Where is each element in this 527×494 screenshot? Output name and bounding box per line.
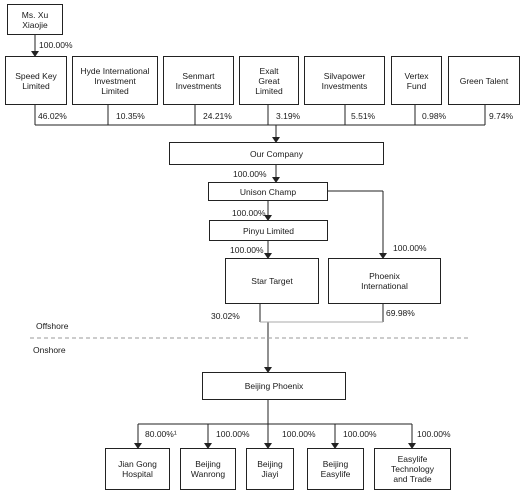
section-onshore-label: Onshore <box>33 345 66 355</box>
pct-vertex: 0.98% <box>422 111 447 121</box>
node-beijing-easylife: Beijing Easylife <box>307 448 364 490</box>
node-hyde-international: Hyde International Investment Limited <box>72 56 158 105</box>
pct-wanrong: 100.00% <box>216 429 250 439</box>
node-exalt-great: Exalt Great Limited <box>239 56 299 105</box>
pct-green-talent: 9.74% <box>489 111 514 121</box>
node-jian-gong-hospital: Jian Gong Hospital <box>105 448 170 490</box>
pct-company-unison: 100.00% <box>233 169 267 179</box>
node-beijing-phoenix: Beijing Phoenix <box>202 372 346 400</box>
node-unison-champ: Unison Champ <box>208 182 328 201</box>
node-silvapower: Silvapower Investments <box>304 56 385 105</box>
pct-jiayi: 100.00% <box>282 429 316 439</box>
node-vertex-fund: Vertex Fund <box>391 56 442 105</box>
pct-pinyu-star: 100.00% <box>230 245 264 255</box>
node-beijing-wanrong: Beijing Wanrong <box>180 448 236 490</box>
pct-senmart: 24.21% <box>203 111 232 121</box>
pct-silvapower: 5.51% <box>351 111 376 121</box>
section-offshore-label: Offshore <box>36 321 69 331</box>
node-pinyu-limited: Pinyu Limited <box>209 220 328 241</box>
pct-easylife-tech: 100.00% <box>417 429 451 439</box>
pct-jian-gong: 80.00%¹ <box>145 429 177 439</box>
node-our-company: Our Company <box>169 142 384 165</box>
node-green-talent: Green Talent <box>448 56 520 105</box>
pct-speed-key: 46.02% <box>38 111 67 121</box>
node-star-target: Star Target <box>225 258 319 304</box>
pct-exalt: 3.19% <box>276 111 301 121</box>
pct-unison-pinyu: 100.00% <box>232 208 266 218</box>
node-phoenix-international: Phoenix International <box>328 258 441 304</box>
pct-unison-phoenix-intl: 100.00% <box>393 243 427 253</box>
pct-phoenix-intl-bj-phoenix: 69.98% <box>386 308 415 318</box>
node-ms-xu-xiaojie: Ms. Xu Xiaojie <box>7 4 63 35</box>
node-easylife-technology: Easylife Technology and Trade <box>374 448 451 490</box>
pct-star-bj-phoenix: 30.02% <box>211 311 240 321</box>
pct-xu-speed-key: 100.00% <box>39 40 73 50</box>
node-speed-key: Speed Key Limited <box>5 56 67 105</box>
node-beijing-jiayi: Beijing Jiayi <box>246 448 294 490</box>
node-senmart: Senmart Investments <box>163 56 234 105</box>
pct-hyde: 10.35% <box>116 111 145 121</box>
pct-easylife: 100.00% <box>343 429 377 439</box>
